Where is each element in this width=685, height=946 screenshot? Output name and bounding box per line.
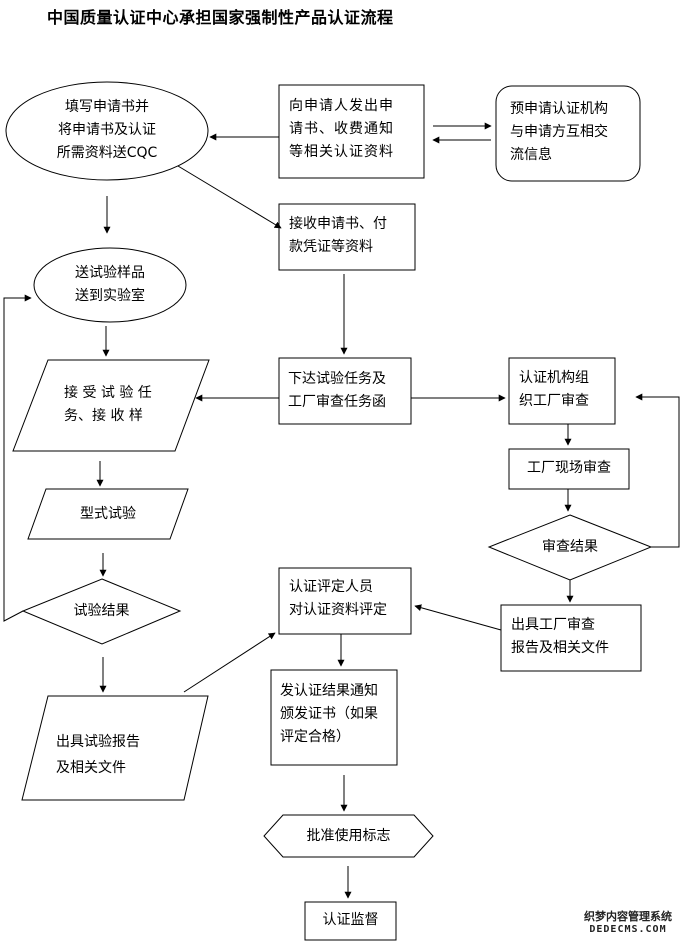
supervise-label: 认证监督 bbox=[322, 912, 379, 928]
type-test-parallelogram bbox=[27, 488, 189, 540]
factory-audit-box bbox=[508, 448, 630, 490]
test-result-diamond bbox=[21, 578, 182, 645]
test-result-label: 试验结果 bbox=[73, 603, 130, 619]
supervise-box bbox=[304, 901, 397, 941]
notify-box bbox=[270, 669, 398, 766]
test-report-label: 出具试验报告及相关文件 bbox=[56, 734, 140, 776]
arrow-auditreport-to-evaluate bbox=[414, 604, 502, 631]
accept-task-label: 接 受 试 验 任务、接 收 样 bbox=[64, 385, 152, 424]
apply-ellipse bbox=[5, 81, 209, 181]
watermark-line2: DEDECMS.COM bbox=[589, 924, 667, 935]
factory-audit-label: 工厂现场审查 bbox=[527, 460, 611, 476]
org-inspect-box bbox=[508, 357, 616, 425]
pre-apply-label: 预申请认证机构与申请方互相交流信息 bbox=[510, 101, 608, 163]
watermark: 织梦内容管理系统 DEDECMS.COM bbox=[574, 908, 682, 935]
accept-task-parallelogram bbox=[12, 359, 210, 452]
arrow-testreport-to-evaluate bbox=[183, 632, 276, 693]
approve-mark-hexagon bbox=[263, 814, 434, 858]
notify-label: 发认证结果通知颁发证书（如果评定合格） bbox=[280, 683, 378, 745]
apply-label: 填写申请书并将申请书及认证所需资料送CQC bbox=[56, 99, 158, 161]
evaluate-label: 认证评定人员对认证资料评定 bbox=[289, 579, 387, 618]
audit-report-label: 出具工厂审查报告及相关文件 bbox=[511, 617, 609, 656]
flowchart-title: 中国质量认证中心承担国家强制性产品认证流程 bbox=[47, 8, 394, 27]
type-test-label: 型式试验 bbox=[80, 506, 136, 522]
arrow-apply-to-receive bbox=[177, 165, 282, 229]
audit-report-box bbox=[500, 604, 642, 672]
arrow-result-loop-to-org bbox=[635, 393, 680, 548]
arrow-testresult-loop-to-sample bbox=[3, 294, 32, 622]
pre-apply-box bbox=[495, 85, 641, 182]
issue-forms-label: 向申请人发出申请书、收费通知等相关认证资料 bbox=[289, 98, 394, 160]
test-report-parallelogram bbox=[21, 695, 209, 801]
evaluate-box bbox=[278, 567, 412, 635]
approve-mark-label: 批准使用标志 bbox=[306, 828, 391, 844]
org-inspect-label: 认证机构组织工厂审查 bbox=[519, 370, 589, 409]
watermark-line1: 织梦内容管理系统 bbox=[584, 910, 672, 923]
assign-box bbox=[278, 357, 412, 425]
receive-box bbox=[278, 203, 416, 271]
send-sample-ellipse bbox=[33, 247, 187, 323]
assign-label: 下达试验任务及工厂审查任务函 bbox=[288, 371, 386, 410]
receive-label: 接收申请书、付款凭证等资料 bbox=[289, 216, 387, 255]
audit-result-label: 审查结果 bbox=[542, 539, 598, 555]
send-sample-label: 送试验样品送到实验室 bbox=[75, 265, 145, 304]
issue-forms-box bbox=[278, 84, 425, 179]
